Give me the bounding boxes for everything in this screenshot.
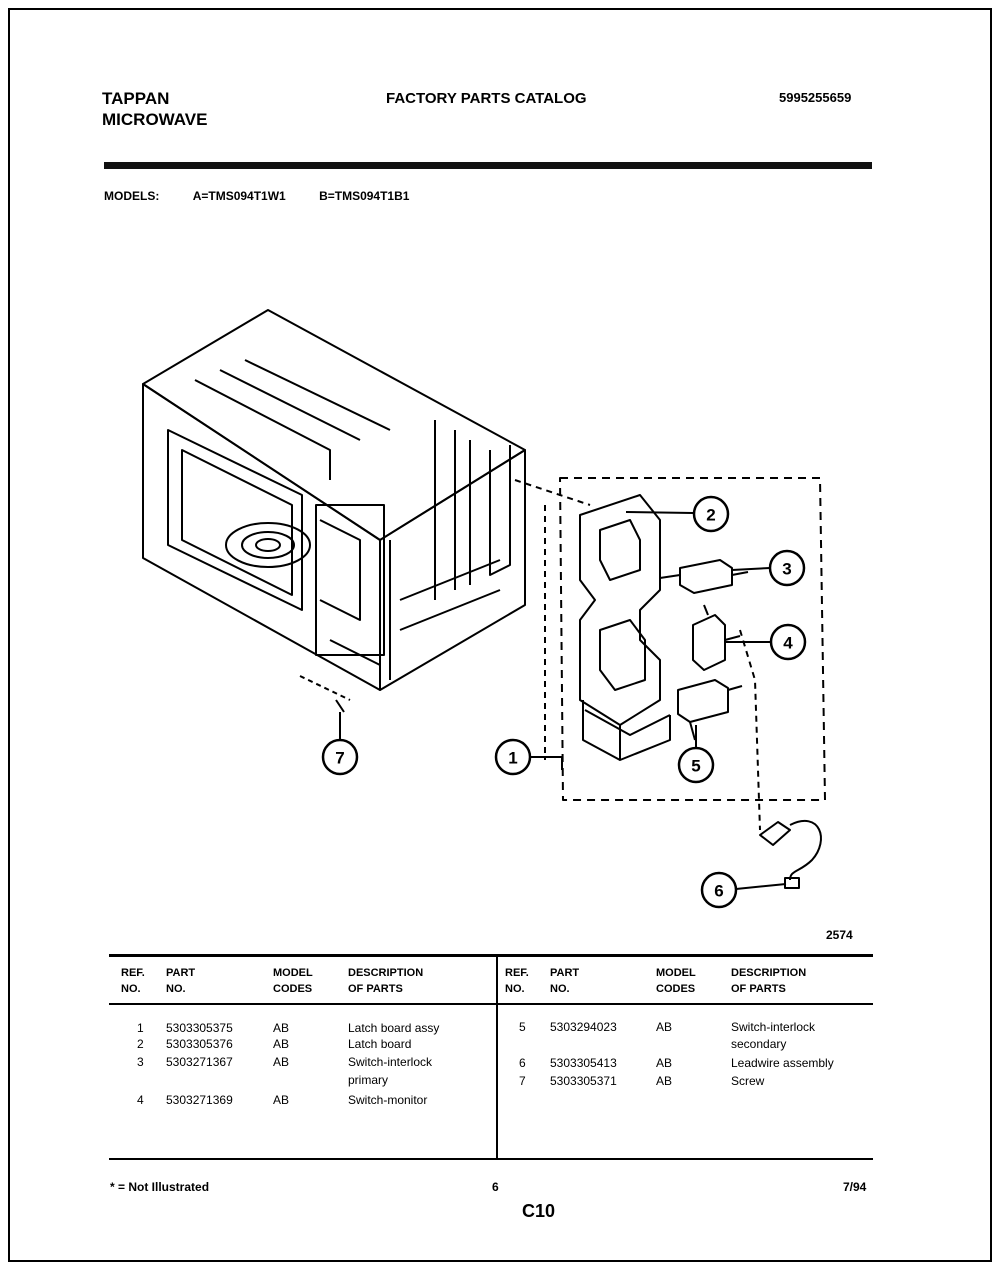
callout-5: 5 [691, 757, 700, 776]
callout-circles [321, 495, 807, 909]
row-part: 5303294023 [550, 1020, 617, 1034]
model-b: B=TMS094T1B1 [319, 189, 410, 203]
catalog-number: 5995255659 [779, 90, 852, 105]
row-desc-cont: secondary [731, 1037, 787, 1051]
header-desc-right-line2: OF PARTS [731, 983, 786, 995]
table-header-rule [109, 1003, 873, 1005]
header-desc-line1: DESCRIPTION [348, 967, 424, 979]
header-desc-right: DESCRIPTION OF PARTS [731, 965, 806, 997]
table-divider [496, 955, 498, 1158]
callout-leaders [339, 511, 787, 890]
row-code: AB [656, 1020, 673, 1034]
row-desc: Switch-interlock [731, 1020, 816, 1034]
row-desc: Leadwire assembly [731, 1056, 834, 1070]
latch-board-drawing [579, 494, 671, 761]
header-ref-line2: NO. [121, 983, 141, 995]
switch-interlock-primary-drawing [659, 559, 749, 594]
brand-line-2: MICROWAVE [102, 110, 208, 129]
row-ref: 5 [519, 1020, 526, 1034]
row-part: 5303271367 [166, 1055, 233, 1069]
header-model-right: MODEL CODES [656, 965, 696, 997]
models-label: MODELS: [104, 189, 160, 203]
header-ref-line1: REF. [121, 967, 145, 979]
header-model-line2: CODES [273, 983, 313, 995]
row-code: AB [656, 1074, 673, 1088]
switch-interlock-secondary-drawing [677, 679, 743, 741]
table-bottom-rule [109, 1158, 873, 1160]
row-part: 5303271369 [166, 1093, 233, 1107]
screw-drawing [299, 675, 351, 728]
row-ref: 3 [137, 1055, 144, 1069]
row-part: 5303305413 [550, 1056, 617, 1070]
header-desc-right-line1: DESCRIPTION [731, 967, 807, 979]
callout-2: 2 [706, 506, 715, 525]
model-a: A=TMS094T1W1 [192, 189, 286, 203]
page-number: 6 [492, 1180, 499, 1194]
row-desc-cont: primary [348, 1073, 389, 1087]
catalog-title: FACTORY PARTS CATALOG [386, 90, 587, 107]
header-ref-right: REF. NO. [505, 965, 529, 997]
page-border [8, 8, 992, 1262]
header-part-line1: PART [166, 967, 196, 979]
header-part-right-line1: PART [550, 967, 580, 979]
row-ref: 1 [137, 1021, 144, 1035]
header-ref-right-line2: NO. [505, 983, 525, 995]
latch-assembly-box [559, 477, 826, 801]
header-desc: DESCRIPTION OF PARTS [348, 965, 423, 997]
row-part: 5303305376 [166, 1037, 233, 1051]
brand-line-1: TAPPAN [102, 89, 170, 108]
callout-1: 1 [508, 749, 517, 768]
row-part: 5303305375 [166, 1021, 233, 1035]
header-part: PART NO. [166, 965, 195, 997]
switch-monitor-drawing [692, 604, 741, 671]
microwave-cabinet-drawing [142, 309, 526, 691]
callout-7: 7 [335, 749, 344, 768]
row-ref: 6 [519, 1056, 526, 1070]
header-rule [104, 162, 872, 169]
row-ref: 7 [519, 1074, 526, 1088]
row-code: AB [273, 1037, 290, 1051]
row-desc: Screw [731, 1074, 765, 1088]
not-illustrated-note: * = Not Illustrated [110, 1180, 210, 1194]
row-ref: 4 [137, 1093, 144, 1107]
header-desc-line2: OF PARTS [348, 983, 403, 995]
header-model-right-line2: CODES [656, 983, 696, 995]
callout-3: 3 [782, 560, 791, 579]
header-ref-right-line1: REF. [505, 967, 529, 979]
figure-number: 2574 [826, 928, 853, 942]
header-model-right-line1: MODEL [656, 967, 696, 979]
revision-date: 7/94 [843, 1180, 867, 1194]
header-part-right-line2: NO. [550, 983, 570, 995]
row-ref: 2 [137, 1037, 144, 1051]
callout-6: 6 [714, 882, 723, 901]
callout-4: 4 [783, 634, 793, 653]
header-model: MODEL CODES [273, 965, 313, 997]
page-code: C10 [522, 1201, 556, 1221]
row-desc: Latch board [348, 1037, 412, 1051]
row-desc: Switch-monitor [348, 1093, 428, 1107]
models-line: MODELS: A=TMS094T1W1 B=TMS094T1B1 [104, 189, 409, 203]
table-top-rule [109, 954, 873, 957]
row-desc: Switch-interlock [348, 1055, 433, 1069]
row-code: AB [273, 1021, 290, 1035]
row-code: AB [273, 1093, 290, 1107]
header-ref: REF. NO. [121, 965, 145, 997]
row-part: 5303305371 [550, 1074, 617, 1088]
leadwire-drawing [739, 629, 822, 889]
header-model-line1: MODEL [273, 967, 313, 979]
row-code: AB [273, 1055, 290, 1069]
row-desc: Latch board assy [348, 1021, 440, 1035]
brand-block: TAPPAN MICROWAVE [102, 88, 207, 130]
header-part-right: PART NO. [550, 965, 579, 997]
header-part-line2: NO. [166, 983, 186, 995]
row-code: AB [656, 1056, 673, 1070]
